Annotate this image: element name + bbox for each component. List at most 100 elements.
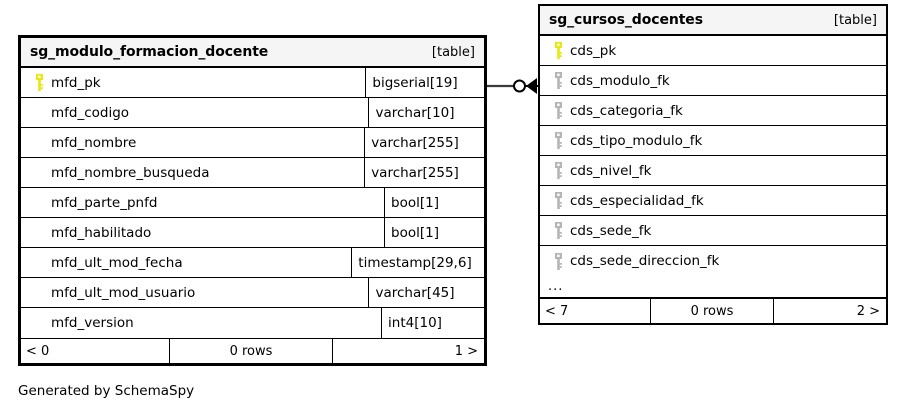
column-name: cds_especialidad_fk	[570, 192, 704, 209]
foreign-key-icon	[554, 222, 562, 239]
column-name: mfd_nombre	[51, 134, 137, 151]
column-name: cds_sede_direccion_fk	[570, 253, 720, 269]
column-name: mfd_codigo	[51, 104, 130, 121]
column-name-cell: cds_modulo_fk	[540, 72, 886, 89]
column-name-cell: mfd_parte_pnfd	[21, 195, 384, 211]
table-footer: < 0 0 rows 1 >	[21, 338, 484, 363]
column-row[interactable]: cds_pk	[540, 36, 886, 66]
footer-row-count: 0 rows	[169, 339, 333, 363]
column-name-cell: cds_nivel_fk	[540, 162, 886, 179]
table-footer: < 7 0 rows 2 >	[540, 298, 886, 323]
column-name-cell: mfd_habilitado	[21, 225, 384, 241]
primary-key-icon	[554, 42, 562, 59]
column-row[interactable]: cds_especialidad_fk	[540, 186, 886, 216]
column-type: bool[1]	[384, 188, 484, 217]
column-name: mfd_version	[51, 315, 134, 331]
column-name-cell: mfd_ult_mod_usuario	[21, 285, 368, 301]
column-name-cell: mfd_nombre	[21, 135, 364, 151]
column-type: int4[10]	[381, 308, 484, 338]
truncated-columns-indicator: ...	[540, 276, 886, 298]
column-type: varchar[45]	[368, 278, 484, 307]
foreign-key-icon	[554, 252, 562, 270]
column-row[interactable]: mfd_codigo varchar[10]	[21, 98, 484, 128]
table-kind-label: [table]	[431, 44, 475, 60]
column-name-cell: cds_tipo_modulo_fk	[540, 132, 886, 149]
footer-prev-button[interactable]: < 0	[26, 343, 50, 359]
foreign-key-icon	[554, 132, 562, 149]
crows-foot-many-icon	[526, 78, 537, 94]
column-type: varchar[255]	[364, 128, 484, 157]
column-name: mfd_ult_mod_usuario	[51, 284, 196, 301]
column-row[interactable]: mfd_habilitado bool[1]	[21, 218, 484, 248]
column-name: mfd_nombre_busqueda	[51, 164, 210, 181]
column-row[interactable]: cds_sede_fk	[540, 216, 886, 246]
column-name-cell: mfd_ult_mod_fecha	[21, 255, 351, 271]
column-type: bool[1]	[384, 218, 484, 247]
column-name-cell: mfd_pk	[21, 74, 365, 91]
column-name: mfd_parte_pnfd	[51, 194, 158, 211]
column-name: cds_modulo_fk	[570, 72, 670, 89]
table-title: sg_modulo_formacion_docente	[30, 44, 269, 60]
foreign-key-icon-slot	[548, 192, 568, 209]
column-type: timestamp[29,6]	[351, 248, 484, 277]
table-card-sg-modulo-formacion-docente[interactable]: sg_modulo_formacion_docente [table] mfd_…	[18, 35, 487, 366]
table-header: sg_modulo_formacion_docente [table]	[21, 38, 484, 68]
column-row[interactable]: mfd_pk bigserial[19]	[21, 68, 484, 98]
column-name-cell: cds_sede_direccion_fk	[540, 252, 886, 270]
table-card-sg-cursos-docentes[interactable]: sg_cursos_docentes [table] cds_pk cds_mod…	[538, 4, 888, 325]
foreign-key-icon	[554, 162, 562, 179]
foreign-key-icon-slot	[548, 102, 568, 119]
column-row[interactable]: mfd_parte_pnfd bool[1]	[21, 188, 484, 218]
column-type: varchar[10]	[368, 98, 484, 127]
column-name-cell: cds_categoria_fk	[540, 102, 886, 119]
primary-key-icon-slot	[29, 74, 49, 91]
column-name: cds_tipo_modulo_fk	[570, 132, 703, 149]
column-name: cds_sede_fk	[570, 222, 652, 239]
column-row[interactable]: cds_modulo_fk	[540, 66, 886, 96]
column-name-cell: cds_especialidad_fk	[540, 192, 886, 209]
table-kind-label: [table]	[833, 12, 877, 28]
zero-cardinality-icon	[513, 79, 526, 93]
column-name: cds_pk	[570, 42, 617, 59]
column-type: bigserial[19]	[365, 68, 484, 97]
footer-next-button[interactable]: 2 >	[856, 303, 880, 319]
column-row[interactable]: mfd_nombre varchar[255]	[21, 128, 484, 158]
foreign-key-icon-slot	[548, 252, 568, 270]
column-name: mfd_habilitado	[51, 224, 152, 241]
foreign-key-icon-slot	[548, 72, 568, 89]
column-name-cell: mfd_version	[21, 315, 381, 331]
column-row[interactable]: mfd_ult_mod_usuario varchar[45]	[21, 278, 484, 308]
column-row[interactable]: mfd_version int4[10]	[21, 308, 484, 338]
primary-key-icon-slot	[548, 42, 568, 59]
footer-next-button[interactable]: 1 >	[454, 343, 478, 359]
foreign-key-icon	[554, 72, 562, 89]
primary-key-icon	[35, 74, 43, 91]
schemaspy-credit: Generated by SchemaSpy	[18, 383, 195, 399]
column-row[interactable]: mfd_ult_mod_fecha timestamp[29,6]	[21, 248, 484, 278]
column-type: varchar[255]	[364, 158, 484, 187]
column-row[interactable]: cds_tipo_modulo_fk	[540, 126, 886, 156]
foreign-key-icon	[554, 102, 562, 119]
table-header: sg_cursos_docentes [table]	[540, 6, 886, 36]
foreign-key-icon	[554, 192, 562, 209]
footer-prev-button[interactable]: < 7	[545, 303, 569, 319]
column-row[interactable]: mfd_nombre_busqueda varchar[255]	[21, 158, 484, 188]
column-name-cell: mfd_nombre_busqueda	[21, 165, 364, 181]
column-name: cds_categoria_fk	[570, 102, 683, 119]
column-name-cell: mfd_codigo	[21, 105, 368, 121]
column-row[interactable]: cds_nivel_fk	[540, 156, 886, 186]
footer-row-count: 0 rows	[650, 299, 774, 323]
foreign-key-icon-slot	[548, 162, 568, 179]
column-name: cds_nivel_fk	[570, 162, 652, 179]
column-list: mfd_pk bigserial[19] mfd_codigo varchar[10]…	[21, 68, 484, 338]
column-name: mfd_ult_mod_fecha	[51, 254, 183, 271]
foreign-key-icon-slot	[548, 222, 568, 239]
column-name: mfd_pk	[51, 74, 101, 91]
column-row[interactable]: cds_sede_direccion_fk	[540, 246, 886, 276]
foreign-key-icon-slot	[548, 132, 568, 149]
column-row[interactable]: cds_categoria_fk	[540, 96, 886, 126]
column-name-cell: cds_sede_fk	[540, 222, 886, 239]
column-name-cell: cds_pk	[540, 42, 886, 59]
column-list: cds_pk cds_modulo_fk cds_categoria_fk cds_t…	[540, 36, 886, 276]
table-title: sg_cursos_docentes	[549, 12, 703, 28]
